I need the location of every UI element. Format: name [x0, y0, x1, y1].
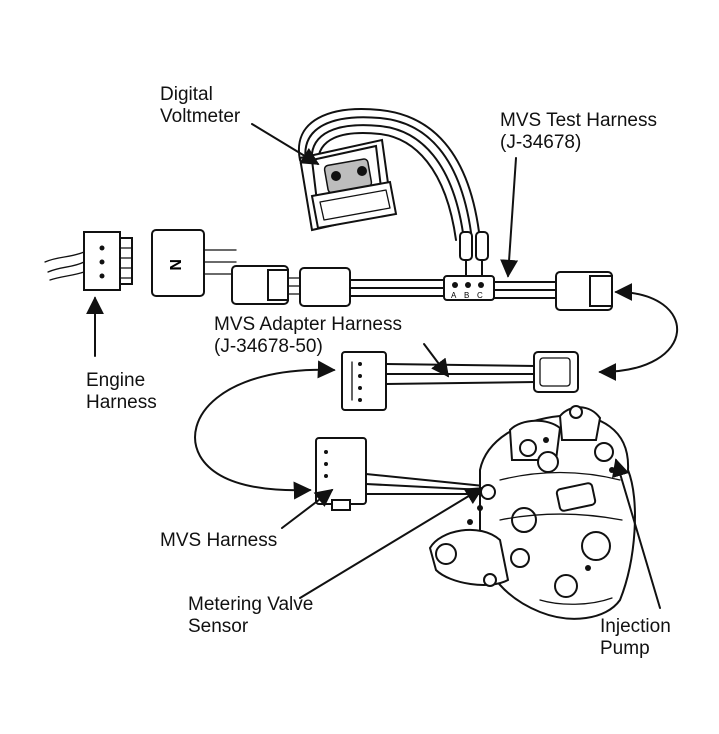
label-injection-pump: Injection Pump	[600, 616, 671, 659]
voltmeter-leader-arrow	[251, 123, 320, 165]
adapter-to-mvs-connection-arrow	[194, 360, 336, 500]
test-to-adapter-connection-arrow	[598, 283, 679, 381]
label-metering-valve-sensor: Metering Valve Sensor	[188, 594, 314, 637]
terminal-a: A	[451, 291, 457, 300]
test-harness-leader-arrow	[500, 157, 519, 278]
mvs-harness	[315, 437, 485, 511]
label-mvs-harness: MVS Harness	[160, 530, 278, 551]
label-digital-voltmeter: Digital Voltmeter	[160, 84, 241, 127]
metering-valve-sensor-leader-arrow	[299, 487, 484, 599]
adapter-harness-leader-arrow	[423, 343, 450, 378]
injection-pump-leader-arrow	[611, 458, 661, 609]
intermediate-connector	[231, 265, 303, 305]
label-engine-harness: Engine Harness	[86, 370, 157, 413]
label-mvs-adapter-harness: MVS Adapter Harness (J-34678-50)	[214, 314, 402, 357]
engine-harness-mating-connector: N	[151, 229, 237, 297]
mvs-adapter-harness	[341, 351, 579, 411]
connector-marking: N	[166, 259, 183, 271]
terminal-b: B	[464, 291, 469, 300]
injection-pump	[428, 405, 636, 620]
terminal-c: C	[477, 291, 483, 300]
label-mvs-test-harness: MVS Test Harness (J-34678)	[500, 110, 657, 153]
mvs-test-harness: A B C	[299, 267, 613, 311]
digital-voltmeter	[297, 108, 481, 241]
mvs-harness-leader-arrow	[281, 488, 334, 529]
test-leads	[459, 231, 489, 277]
engine-harness	[44, 231, 133, 291]
